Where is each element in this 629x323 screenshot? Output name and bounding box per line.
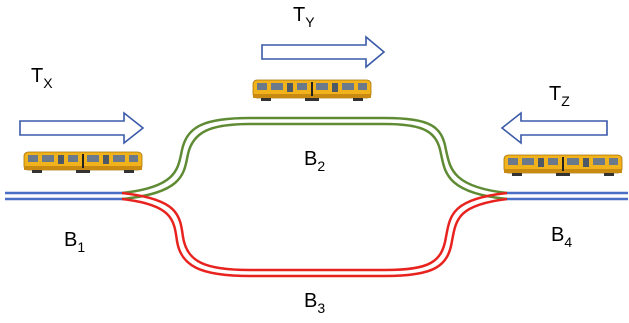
- train-label-ty: TY: [293, 4, 315, 30]
- track-b1: [5, 191, 125, 201]
- train-label-tx: TX: [31, 65, 53, 91]
- block-label-b4: B4: [551, 224, 572, 250]
- block-label-b3: B3: [304, 290, 325, 316]
- arrow-right-icon: [261, 35, 386, 69]
- arrow-right-icon: [19, 111, 145, 145]
- train-z-icon: [503, 154, 623, 177]
- block-label-b2: B2: [304, 148, 325, 174]
- train-x-icon: [23, 151, 143, 174]
- track-b2: [121, 116, 508, 201]
- track-b3: [121, 191, 508, 278]
- train-label-tz: TZ: [549, 83, 570, 109]
- arrow-left-icon: [500, 111, 608, 145]
- train-y-icon: [252, 79, 372, 102]
- block-label-b1: B1: [64, 229, 85, 255]
- track-b4: [504, 191, 628, 201]
